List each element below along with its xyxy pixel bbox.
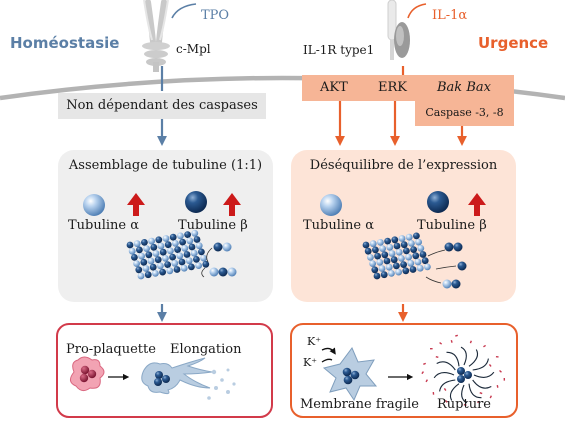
il1a-label: IL-1α: [432, 8, 468, 23]
pathway-box: [302, 75, 514, 101]
c-mpl-label: c-Mpl: [176, 42, 211, 56]
microtubule-icon: [362, 232, 431, 280]
emergency-heading: Urgence: [478, 34, 549, 52]
caspase-box-left: [58, 93, 266, 119]
receptor-icon: [142, 0, 170, 72]
dimer-icon: [201, 242, 237, 278]
pathway-akt: AKT: [320, 80, 348, 95]
microtubule-icon: [126, 229, 210, 280]
up-arrow-icon: [223, 193, 241, 216]
proplatelet-label: Pro-plaquette: [66, 342, 156, 357]
star-cell-icon: [322, 347, 378, 402]
potassium-ion-2: K⁺: [303, 356, 318, 369]
dimer-icon: [425, 242, 467, 289]
homeostasis-heading: Homéostasie: [10, 34, 120, 52]
cytokine-icon: [387, 0, 410, 60]
non-caspase-label: Non dépendant des caspases: [66, 98, 258, 113]
tpo-label: TPO: [201, 8, 230, 23]
tubulin-sphere-icon: [320, 194, 342, 216]
pathway-bak-bax: Bak Bax: [437, 80, 491, 95]
ruptured-cell-icon: [421, 334, 506, 406]
proplatelet-icon: [70, 356, 105, 392]
outcome-frame-right: [290, 323, 518, 418]
il1a-ligand-icon: [407, 3, 427, 19]
tubulin-beta-right: Tubuline β: [417, 218, 487, 233]
rupture-label: Rupture: [437, 397, 491, 412]
tubulin-sphere-icon: [83, 194, 105, 216]
pathway-erk: ERK: [378, 80, 407, 95]
tpo-ligand-icon: [171, 3, 197, 19]
elongation-icon: [141, 357, 236, 400]
panel-left: [58, 150, 273, 302]
potassium-ion-1: K⁺: [307, 335, 322, 348]
up-arrow-icon: [468, 193, 486, 216]
fragile-membrane-label: Membrane fragile: [300, 397, 419, 412]
il1r-label: IL-1R type1: [303, 43, 375, 57]
elongation-label: Elongation: [170, 342, 242, 357]
tubulin-alpha-right: Tubuline α: [303, 218, 375, 233]
tubulin-sphere-icon: [185, 191, 207, 213]
tubulin-sphere-icon: [427, 191, 449, 213]
tubulin-beta-left: Tubuline β: [178, 218, 248, 233]
tubulin-alpha-left: Tubuline α: [68, 218, 140, 233]
panel-left-title: Assemblage de tubuline (1:1): [68, 158, 263, 173]
panel-right-title: Déséquilibre de l’expression: [309, 158, 498, 173]
caspase-label: Caspase -3, -8: [425, 106, 504, 119]
up-arrow-icon: [127, 193, 145, 216]
caspase-box-right: [415, 101, 514, 126]
